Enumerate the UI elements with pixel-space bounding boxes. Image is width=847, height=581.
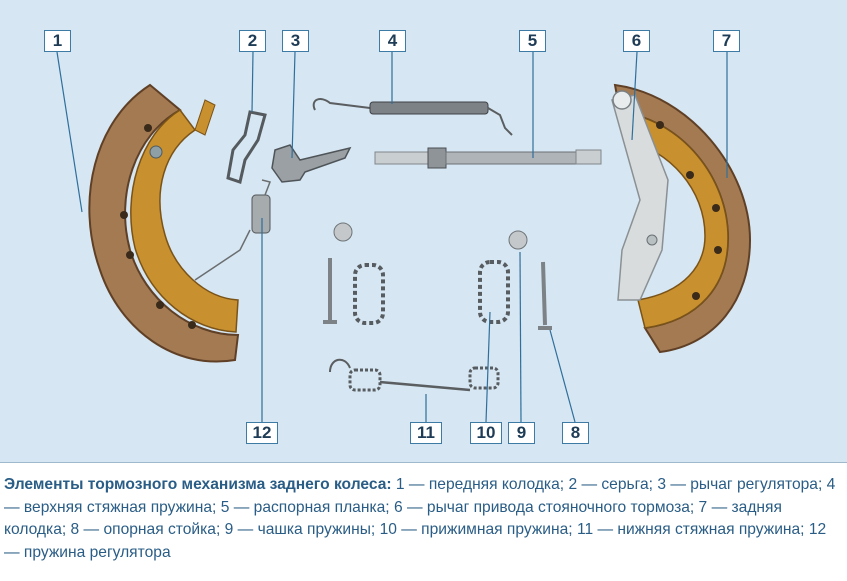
brake-parts-figure: 1 2 3 4 5 6 7 8 9 10 11 12 [0,0,847,463]
leader-lines [56,51,728,423]
parking-brake-lever [611,90,669,301]
spring-cup [508,230,528,250]
callout-4: 4 [379,30,406,52]
regulator-spring [194,179,272,281]
lower-tension-spring [329,358,500,392]
callout-3: 3 [282,30,309,52]
caption-body: 1 — передняя колодка; 2 — серьга; 3 — ры… [4,476,836,561]
callout-2: 2 [239,30,266,52]
callout-9: 9 [508,422,535,444]
caption-title: Элементы тормозного механизма заднего ко… [4,476,392,493]
callout-12: 12 [246,422,278,444]
callout-1: 1 [44,30,71,52]
spring-cup-left [333,222,353,242]
spacer-bar [374,147,602,169]
callout-7: 7 [713,30,740,52]
support-pin [538,261,552,330]
figure-caption: Элементы тормозного механизма заднего ко… [4,474,843,564]
hold-down-spring [478,260,510,324]
callout-6: 6 [623,30,650,52]
support-pin-left [323,258,337,324]
callout-8: 8 [562,422,589,444]
callout-5: 5 [519,30,546,52]
upper-tension-spring [312,98,513,136]
callout-10: 10 [470,422,502,444]
callout-11: 11 [410,422,442,444]
rear-brake-shoe [613,83,752,354]
regulator-lever [271,144,352,183]
parts-illustration [56,51,752,423]
shackle [226,110,267,184]
front-brake-shoe [88,83,240,363]
hold-down-spring-left [353,263,385,325]
